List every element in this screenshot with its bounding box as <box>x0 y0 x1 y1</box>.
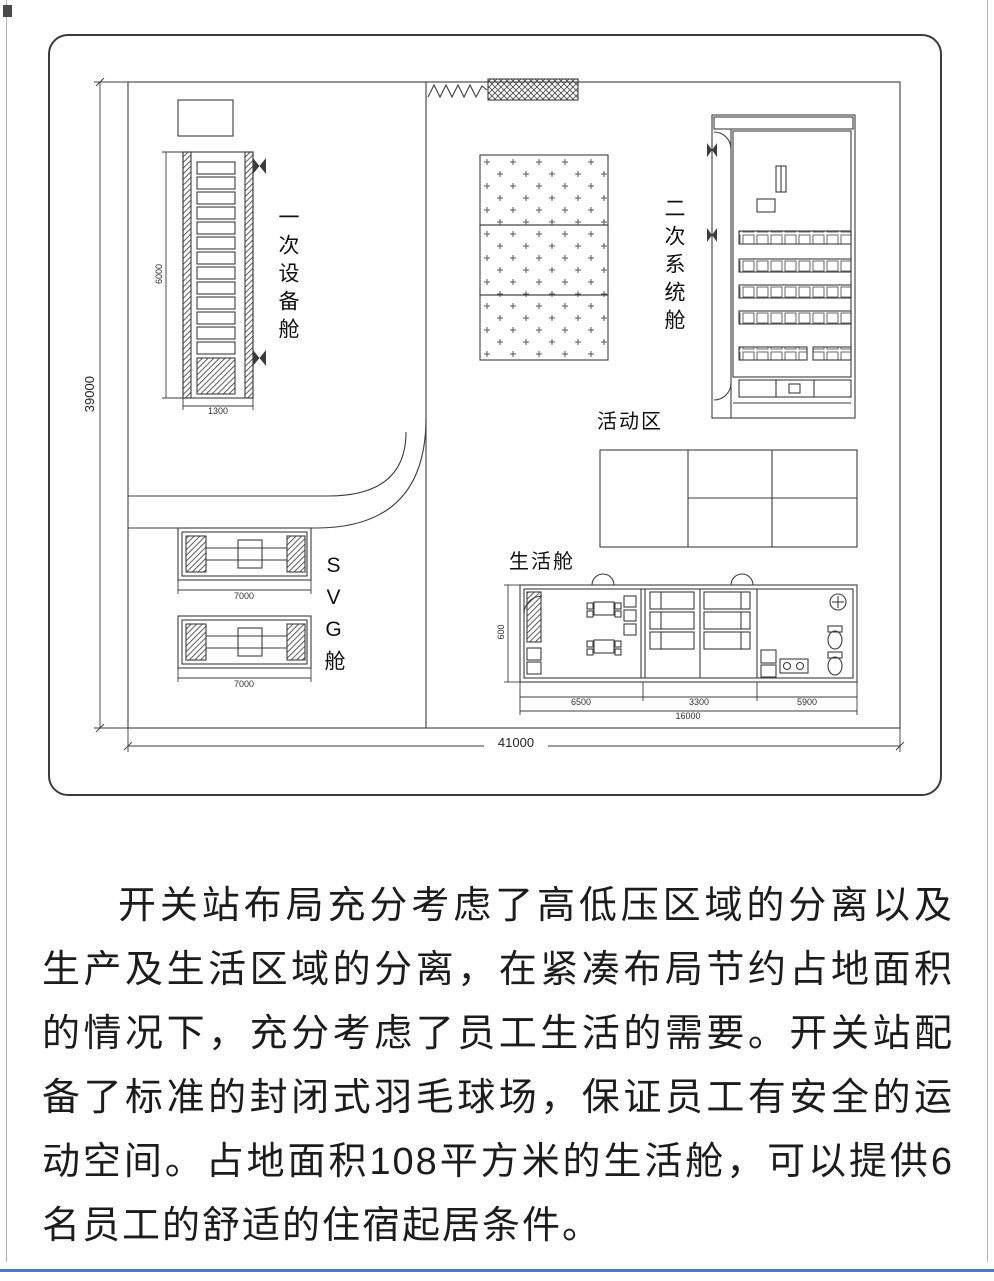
dim-living-total: 16000 <box>658 711 718 722</box>
living-cabin-drawing <box>504 573 858 715</box>
badminton-court-hatch <box>479 154 609 361</box>
dim-svg-cabin-2-width: 7000 <box>214 679 274 690</box>
site-plan-svg <box>94 77 905 752</box>
primary-cabin-drawing <box>162 99 266 410</box>
dim-primary-cabin-height: 6000 <box>154 252 165 295</box>
label-activity-area: 活动区 <box>597 411 663 433</box>
dim-living-seg-2: 3300 <box>669 697 729 708</box>
road <box>128 82 427 728</box>
label-living-cabin: 生活舱 <box>509 551 575 573</box>
label-secondary-cabin: 二次系统舱 <box>662 197 685 337</box>
secondary-cabin-drawing <box>707 114 856 419</box>
entrance-gate <box>427 78 579 101</box>
svg-cabins-drawing <box>177 527 312 682</box>
label-svg-cabin: SVG舱 <box>322 554 345 680</box>
dim-living-seg-3: 5900 <box>777 697 837 708</box>
page-left-edge <box>6 0 7 1262</box>
dim-site-height: 39000 <box>82 368 98 421</box>
dim-primary-cabin-width: 1300 <box>196 406 240 417</box>
page-right-edge <box>987 0 988 1262</box>
dim-living-height: 600 <box>496 613 507 650</box>
dim-living-seg-1: 6500 <box>551 697 611 708</box>
bottom-divider <box>0 1269 994 1272</box>
dim-site-width: 41000 <box>484 735 548 751</box>
dim-svg-cabin-1-width: 7000 <box>214 591 274 602</box>
label-primary-cabin: 一次设备舱 <box>276 206 299 346</box>
activity-area-drawing <box>599 449 858 548</box>
corner-mark <box>3 5 12 17</box>
body-paragraph: 开关站布局充分考虑了高低压区域的分离以及生产及生活区域的分离，在紧凑布局节约占地… <box>42 885 954 1247</box>
